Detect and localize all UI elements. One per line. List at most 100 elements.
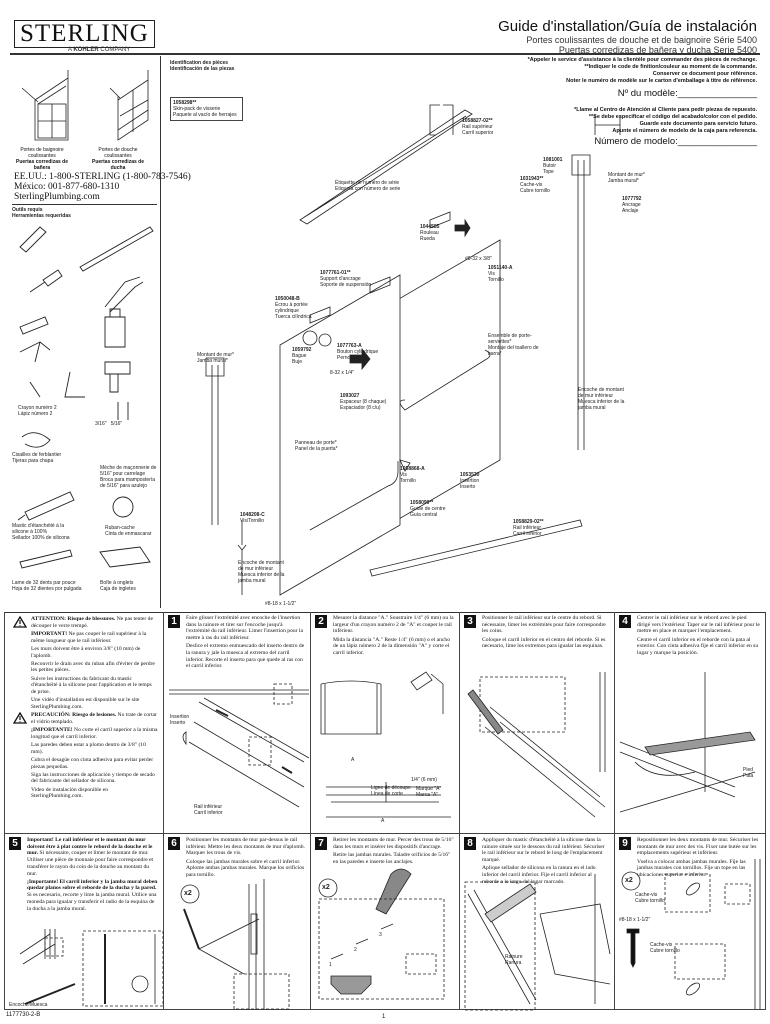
tool-masonry-bit: Mèche de maçonnerie de 5/16" pour carrel… xyxy=(100,465,160,489)
door-types-illustration xyxy=(21,70,149,141)
warning-item: IMPORTANT! Ne pas couper le rail supérie… xyxy=(13,631,158,644)
warning-text: Une vidéo d'installation est disponible … xyxy=(31,697,140,710)
label-es: Cubre tornillo xyxy=(635,898,665,904)
part-code: 1077792 xyxy=(622,196,642,202)
step-number: 8 xyxy=(464,837,476,850)
label-fr: Rail inférieur xyxy=(194,804,223,810)
website-link[interactable]: SterlingPlumbing.com xyxy=(14,192,100,202)
step-text-es: Si es necesario, recorte y lime la jamba… xyxy=(27,892,157,912)
part-fr: Encoche de montant de mur inférieur xyxy=(578,387,624,399)
step-6-illustration xyxy=(180,879,290,1010)
part-fr: Montant de mur* xyxy=(197,352,234,358)
part-code: 1093027 xyxy=(340,393,360,399)
door-type-es: Puertas corredizas de ducha xyxy=(92,159,144,171)
step-2: 2 Mesurer la distance "A." Soustraire 1/… xyxy=(311,612,460,834)
warning-text: Las paredes deben estar a plomo dentro d… xyxy=(31,741,146,755)
bottom-screw xyxy=(237,520,247,595)
part-fr: Butoir xyxy=(543,163,557,169)
part-screw-size: #8-32 x 3/8" xyxy=(465,256,492,262)
phone-mexico: México: 001-877-680-1310 xyxy=(14,182,120,192)
step-3: 3 Positionner le rail inférieur sur le c… xyxy=(460,612,615,834)
step-text: Retirer les montants de mur. Percer des … xyxy=(333,837,454,867)
part-fr: Ancrage xyxy=(622,202,641,208)
warning-item: Cubra el desagüe con cinta adhesiva para… xyxy=(13,757,158,770)
part-fr: Montant de mur* xyxy=(608,172,645,178)
part-es: Paquete al vacío de herrajes xyxy=(173,112,237,118)
step-text-es: Coloque las jambas murales sobre el carr… xyxy=(186,858,305,879)
part-es: Muesca inferior de la jamba mural xyxy=(238,572,285,584)
step-1-illustration xyxy=(169,683,310,808)
part-fr: Vis xyxy=(400,472,407,478)
tool-es: Hoja de 32 dientes por pulgada xyxy=(12,586,82,592)
part-code: 1044585 xyxy=(420,224,440,230)
step-text-fr: Positionner le rail inférieur sur le cen… xyxy=(482,615,606,635)
note: Conserver ce document pour référence. xyxy=(652,71,757,77)
step-text-fr-bold: Important! Le rail inférieur et le monta… xyxy=(27,837,153,857)
tool-fr: Lame de 32 dents par pouce xyxy=(12,580,76,586)
step-number: 4 xyxy=(619,615,631,628)
part-code: 1077761-01** xyxy=(320,270,351,276)
column-divider xyxy=(160,56,161,608)
parts-title-fr: Identification des pièces xyxy=(170,60,229,66)
warning-triangle-icon xyxy=(12,711,28,727)
part-fr: 8-32 x 1/4" xyxy=(330,370,355,376)
shop-vacuum-icon xyxy=(104,308,126,348)
part-es: Tuerca cilíndrica xyxy=(275,314,312,320)
tool-fr: Ruban-cache xyxy=(105,525,135,531)
part-fr: Cache-vis xyxy=(520,182,543,188)
wall-jamb-profile xyxy=(594,115,621,135)
warning-text: Recouvrir le drain avec du ruban afin d'… xyxy=(31,660,155,674)
pliers-icon xyxy=(19,341,51,363)
step-text-es: Mida la distancia "A." Reste 1/4" (6 mm)… xyxy=(333,636,450,657)
label-es: Cubre tornillo xyxy=(650,948,680,954)
step-number: 1 xyxy=(168,615,180,628)
part-es: Montaje del toallero de barra* xyxy=(488,345,539,357)
model-number-fr: Nº du modèle:_______________ xyxy=(617,88,757,99)
warning-item: Les murs doivent être à environ 3/8" (10… xyxy=(13,646,158,659)
phone-usa: EE.UU.: 1-800-STERLING (1-800-783-7546) xyxy=(14,172,191,182)
bit-size: 5/16" xyxy=(110,421,123,427)
steps-top-border xyxy=(4,612,766,613)
warning-triangle-icon xyxy=(12,615,28,631)
parts-exploded-diagram xyxy=(205,104,621,596)
drill-icon xyxy=(104,361,131,393)
part-code: 1058298** xyxy=(173,100,197,106)
step-8: 8 Appliquer du mastic d'étanchéité à la … xyxy=(460,834,615,1011)
hex-key-icon xyxy=(64,371,85,398)
step-text: Centrer le rail inférieur sur le rebord … xyxy=(637,615,760,658)
warning-bold: PRECAUCIÓN: Riesgo de lesiones. xyxy=(31,712,117,719)
step-7: 7 Retirer les montants de mur. Percer de… xyxy=(311,834,460,1010)
tool-fr: Cisailles de ferblantier xyxy=(12,452,62,458)
note: **Indiquer le code de finition/couleur a… xyxy=(584,64,757,70)
step-number: 7 xyxy=(315,837,327,850)
note: Apunte el número de modelo de la caja pa… xyxy=(612,128,757,134)
part-fr: Rail supérieur xyxy=(462,124,493,130)
part-fr: Rouleau xyxy=(420,230,439,236)
tool-fr: Crayon numéro 2 xyxy=(18,405,57,411)
part-es: Espaciador (8 c/u) xyxy=(340,405,381,411)
part-es: Soporte de suspensión xyxy=(320,282,372,288)
tool-es: Broca para mampostería de 5/16" para azu… xyxy=(100,477,156,489)
sequence-3: 3 xyxy=(379,932,382,938)
label-es: Inserto xyxy=(170,720,186,726)
tool-fr: Boîte à onglets xyxy=(100,580,134,586)
step-4-illustration xyxy=(619,672,756,813)
towel-bar xyxy=(399,349,491,411)
part-fr: Rail inférieur xyxy=(513,525,542,531)
tools-title-es: Herramientas requeridas xyxy=(12,213,71,219)
step-7-illustration xyxy=(318,868,445,1000)
tools-divider xyxy=(12,204,157,205)
warning-bold: ATTENTION: Risque de blessures. xyxy=(31,616,116,622)
step-text: Positionner les montants de mur par-dess… xyxy=(186,837,305,880)
notes-fr: *Appeler le service d'assistance à la cl… xyxy=(528,57,757,85)
